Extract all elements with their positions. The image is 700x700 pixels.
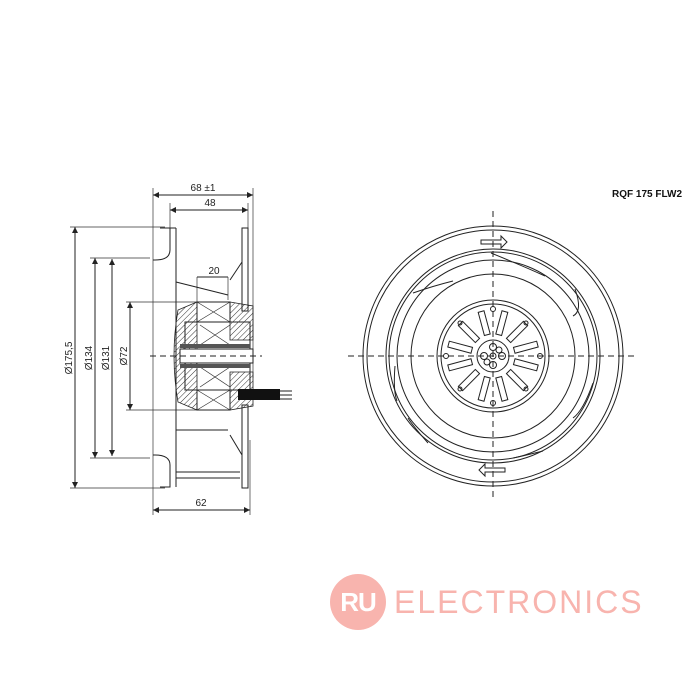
front-view <box>348 211 638 501</box>
dim-dia-motor: Ø72 <box>119 346 130 365</box>
dim-dia-131: Ø131 <box>101 345 112 370</box>
cable <box>238 389 292 400</box>
dim-motor-offset: 20 <box>208 266 220 277</box>
dim-base-depth: 62 <box>195 498 207 509</box>
model-label: RQF 175 FLW2 <box>612 189 683 200</box>
dim-overall-depth: 68 ±1 <box>191 183 216 194</box>
logo-text: ELECTRONICS <box>394 583 644 620</box>
dim-dia-134: Ø134 <box>84 345 95 370</box>
airflow-arrow-icon <box>478 462 506 478</box>
rotation-arrow-icon <box>480 234 508 250</box>
dim-impeller-depth: 48 <box>204 198 216 209</box>
side-view: 68 ±1 48 20 62 Ø175,5 Ø134 Ø131 Ø72 <box>64 183 292 515</box>
dim-dia-outer: Ø175,5 <box>64 341 75 374</box>
logo-badge: RU <box>330 574 386 630</box>
watermark-logo: RU ELECTRONICS <box>330 574 644 630</box>
